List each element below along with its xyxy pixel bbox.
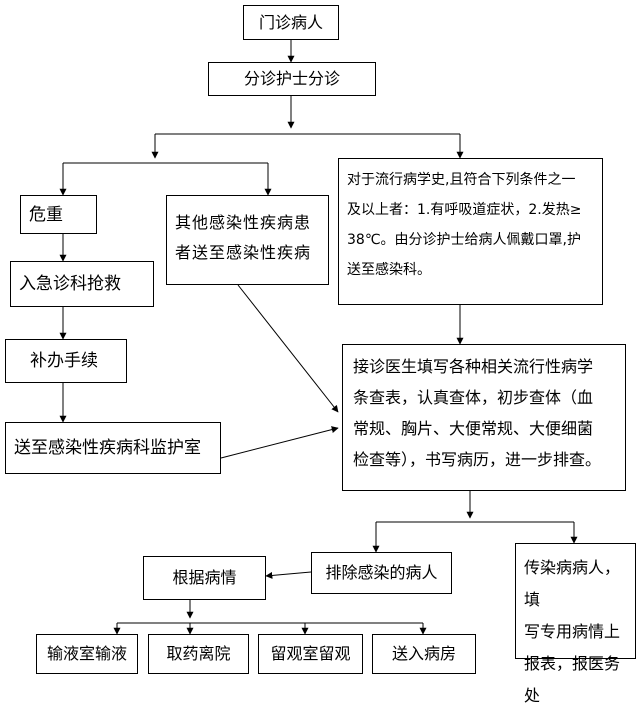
node-exclude-label: 排除感染的病人 [325,563,438,582]
node-observation: 留观室留观 [258,634,363,674]
node-epidemic-condition-line-4: 送至感染科。 [347,262,431,278]
node-epidemic-condition-line-3: 38℃。由分诊护士给病人佩戴口罩,护 [347,232,581,248]
node-epidemic-condition-line-2: 及以上者：1.有呼吸道症状，2.发热≥ [347,202,582,218]
node-other-infectious-line-1: 其他感染性疾病患 [175,213,312,232]
node-infectious-patient-line-3: 报表，报医务处 [524,654,621,705]
node-ward: 送入病房 [372,634,476,674]
arrow-other-infectious-doctor [237,284,339,413]
node-doctor-exam-line-3: 常规、胸片、大便常规、大便细菌 [353,419,594,438]
node-by-condition: 根据病情 [143,556,266,600]
node-doctor-exam-line-1: 接诊医生填写各种相关流行性病学 [353,357,594,376]
arrow-exclude-condition [265,571,312,579]
node-epidemic-condition-line-1: 对于流行病学史,且符合下列条件之一 [347,172,576,188]
node-monitor-label: 送至感染性疾病科监护室 [14,438,201,458]
node-epidemic-condition: 对于流行病学史,且符合下列条件之一 及以上者：1.有呼吸道症状，2.发热≥ 38… [338,158,603,305]
node-critical-label: 危重 [29,204,63,225]
node-other-infectious: 其他感染性疾病患 者送至感染性疾病 [166,195,329,285]
node-triage: 分诊护士分诊 [208,62,376,96]
node-infectious-patient-line-2: 写专用病情上 [524,622,621,641]
node-infusion: 输液室输液 [36,634,138,674]
node-emergency: 入急诊科抢救 [10,261,154,307]
node-observation-label: 留观室留观 [270,644,351,663]
arrow-monitor-doctor [220,426,339,459]
node-doctor-exam-line-4: 检查等），书写病历，进一步排查。 [353,450,602,469]
node-doctor-exam: 接诊医生填写各种相关流行性病学 条查表，认真查体，初步查体（血 常规、胸片、大便… [342,344,626,491]
node-discharge: 取药离院 [148,634,249,674]
node-exclude: 排除感染的病人 [311,552,452,594]
node-discharge-label: 取药离院 [166,644,231,663]
node-ward-label: 送入病房 [391,644,456,663]
node-emergency-label: 入急诊科抢救 [19,274,121,294]
node-by-condition-label: 根据病情 [172,568,237,587]
flowchart-connectors [59,40,578,635]
node-other-infectious-line-2: 者送至感染性疾病 [175,243,312,262]
node-outpatient-label: 门诊病人 [258,12,323,32]
node-infusion-label: 输液室输液 [46,644,127,663]
node-infectious-patient-line-1: 传染病病人，填 [524,558,621,609]
node-monitor: 送至感染性疾病科监护室 [5,422,221,474]
node-critical: 危重 [20,195,97,234]
node-paperwork: 补办手续 [5,339,127,383]
node-triage-label: 分诊护士分诊 [243,69,340,88]
node-paperwork-label: 补办手续 [30,351,98,371]
node-outpatient: 门诊病人 [243,5,339,40]
node-infectious-patient: 传染病病人，填 写专用病情上 报表，报医务处 [515,543,636,705]
node-doctor-exam-line-2: 条查表，认真查体，初步查体（血 [353,388,594,407]
